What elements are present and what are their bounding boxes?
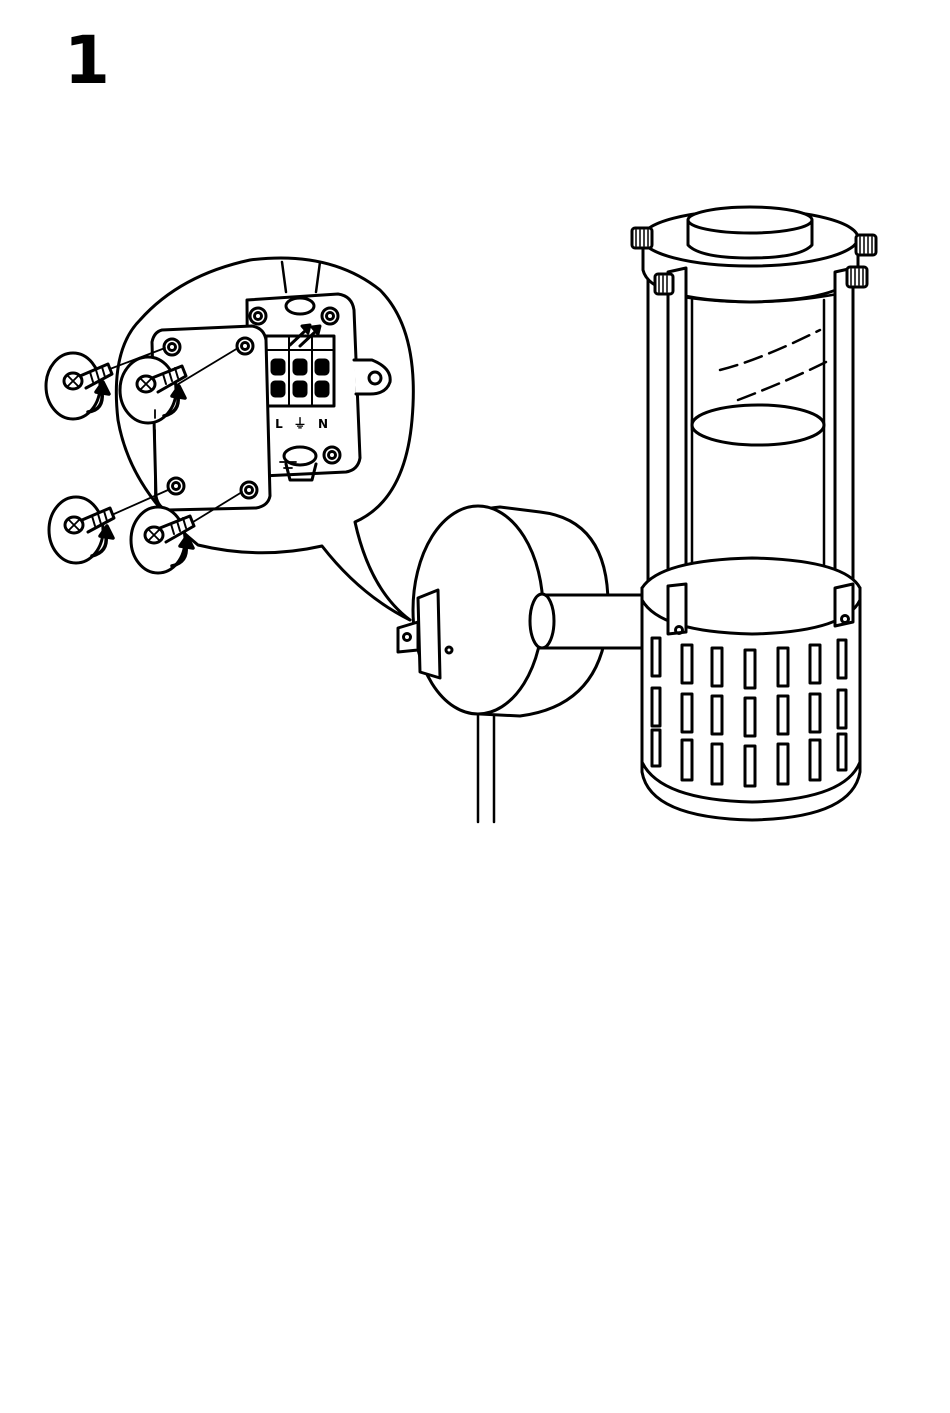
wall-lamp-icon <box>398 207 876 822</box>
terminal-label-earth: ⏚ <box>293 417 306 432</box>
terminal-label-live: L <box>275 417 283 431</box>
terminal-label-neutral: N <box>318 417 328 431</box>
lamp-base-cage <box>642 558 860 820</box>
